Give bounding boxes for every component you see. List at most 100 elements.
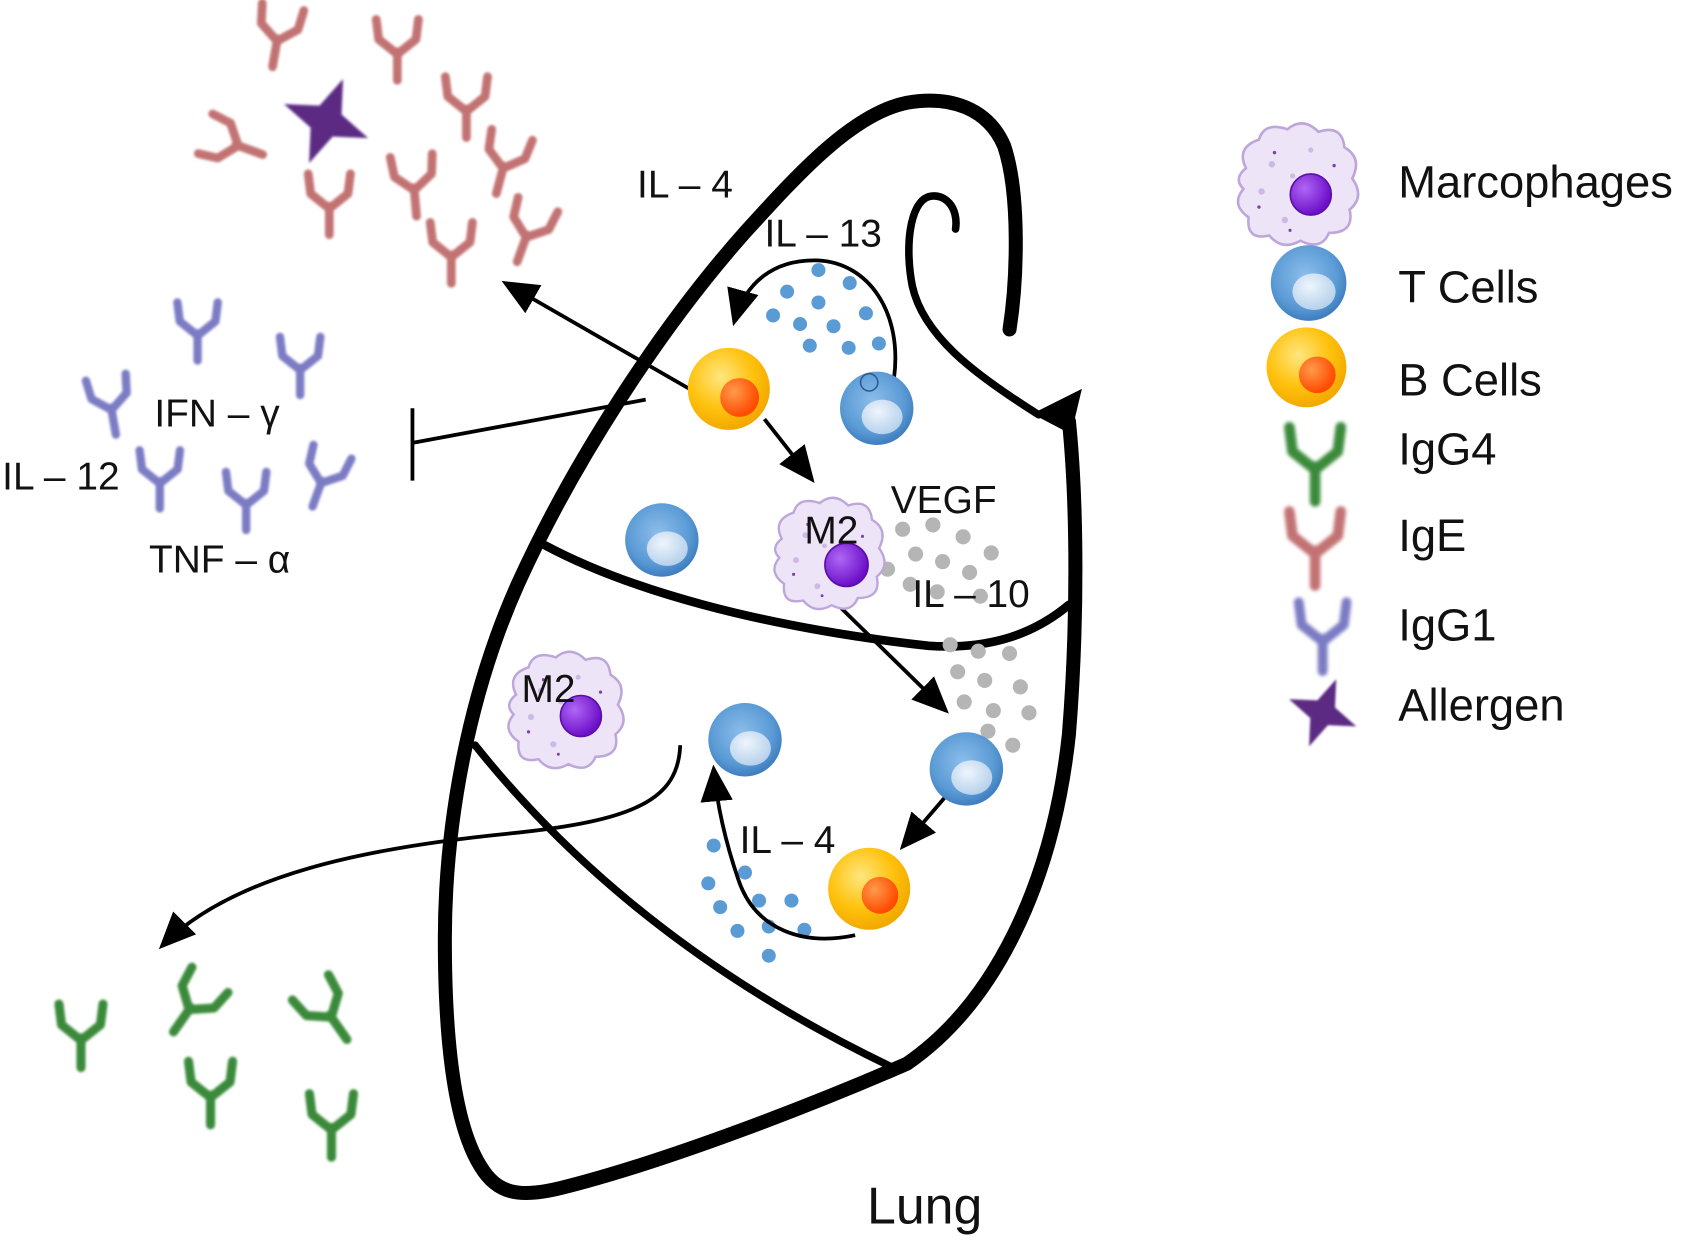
cytokine-dot — [985, 703, 1001, 719]
t-cell-nucleus — [646, 531, 688, 566]
lung-outline — [437, 93, 1083, 1201]
label-tnf-alpha: TNF – α — [149, 538, 290, 581]
legend-label: Allergen — [1398, 679, 1564, 730]
allergen — [267, 62, 386, 181]
t-cell-icon — [1270, 245, 1347, 321]
legend-label: T Cells — [1398, 261, 1538, 312]
arrow-m2-to-tcell — [838, 605, 949, 714]
cytokine-dot — [1012, 679, 1028, 695]
vegf-dots — [879, 517, 999, 604]
ige-antibody — [198, 114, 270, 174]
ige-antibody — [445, 77, 487, 138]
cytokine-dot — [784, 893, 799, 908]
cytokine-dot — [929, 584, 945, 600]
igg1-antibody-icon — [1299, 602, 1347, 671]
legend-label: IgG4 — [1398, 423, 1496, 474]
cytokine-dot — [826, 319, 841, 334]
cytokine-dot — [871, 336, 886, 351]
ige-cluster — [198, 3, 558, 283]
lung-outer-border — [437, 93, 1083, 1201]
b-cell-icon — [1266, 327, 1347, 408]
label-il4-top: IL – 4 — [637, 164, 733, 207]
label-il13: IL – 13 — [764, 212, 881, 255]
macrophage-icon-nucleus — [1289, 173, 1333, 216]
cytokine-dot — [752, 893, 767, 908]
cytokine-dot — [895, 521, 911, 537]
cytokine-dot — [977, 672, 993, 688]
cytokine-dot — [797, 922, 812, 937]
cytokine-dot — [802, 338, 817, 353]
label-vegf: VEGF — [891, 479, 997, 522]
cytokine-dot — [970, 643, 986, 659]
igg4-antibody — [155, 967, 228, 1044]
igg1-antibody — [86, 374, 136, 438]
arrow-bcell-to-ige — [501, 280, 695, 393]
legend-item-igg1: IgG1 — [1299, 599, 1497, 671]
legend: Marcophages T Cells B Cells IgG4 IgE — [1236, 122, 1673, 761]
ige-antibody — [376, 19, 418, 80]
cytokine-dot — [983, 545, 999, 561]
label-il10: IL – 10 — [912, 573, 1029, 616]
legend-item-macrophages: Marcophages — [1236, 122, 1673, 247]
cytokine-dot — [780, 284, 795, 299]
t-cell — [708, 703, 782, 777]
m2-macrophage — [507, 650, 625, 770]
igg4-antibody — [309, 1094, 353, 1157]
igg1-antibody — [140, 450, 180, 508]
label-il12: IL – 12 — [2, 455, 119, 498]
cytokine-dot — [972, 588, 988, 604]
cytokine-dot — [1001, 645, 1018, 661]
legend-label: Marcophages — [1398, 157, 1673, 208]
t-cell — [929, 732, 1004, 806]
label-ifn-gamma: IFN – γ — [154, 393, 280, 436]
macrophage-nucleus — [559, 694, 603, 738]
t-cell-nucleus — [861, 399, 903, 435]
cytokine-dot — [1021, 705, 1037, 721]
cytokine-dot — [925, 517, 941, 533]
cytokine-dot — [935, 554, 951, 570]
igg4-antibody — [189, 1061, 233, 1124]
arrows — [158, 258, 950, 950]
igg1-antibody — [280, 337, 320, 395]
ige-antibody — [308, 174, 350, 235]
cytokine-dot — [766, 308, 781, 323]
legend-item-ige: IgE — [1289, 510, 1466, 586]
label-m2-upper: M2 — [804, 509, 858, 552]
cytokine-dot — [950, 664, 966, 680]
lower-fissure — [471, 741, 900, 1073]
b-cell — [828, 847, 911, 930]
inhibition-line — [412, 397, 647, 445]
igg4-antibody — [292, 975, 365, 1052]
cytokine-dot — [811, 263, 826, 278]
b-cell — [687, 347, 770, 430]
cytokine-dot — [858, 306, 873, 321]
t-cell-vesicle — [859, 372, 879, 392]
legend-item-allergen: Allergen — [1275, 665, 1565, 761]
legend-label: B Cells — [1398, 354, 1542, 405]
ige-antibody — [252, 3, 304, 70]
il10-dots — [942, 637, 1037, 753]
b-cell-icon-nucleus — [1298, 356, 1336, 394]
t-cell-nucleus — [729, 731, 771, 766]
igg4-antibody-icon — [1289, 427, 1340, 501]
igg1-antibody — [294, 445, 352, 513]
cytokine-dot — [737, 865, 753, 880]
upper-fissure — [540, 541, 1074, 651]
cytokine-dot — [701, 876, 716, 891]
cytokine-dot — [962, 564, 978, 580]
arrow-bcell-to-m2 — [762, 417, 815, 483]
igg1-antibody — [177, 302, 217, 360]
m2-macrophage — [773, 496, 886, 611]
igg1-antibody — [226, 472, 266, 530]
cytokine-dot — [811, 295, 826, 310]
cytokine-dot — [942, 637, 958, 653]
b-cell-nucleus — [720, 378, 760, 417]
igg4-antibody — [59, 1004, 103, 1067]
arrow-to-igg4 — [158, 745, 683, 950]
il4-cytokine-dots — [701, 838, 812, 963]
legend-item-b-cells: B Cells — [1266, 327, 1542, 408]
cytokine-dot — [793, 317, 808, 332]
legend-label: IgG1 — [1398, 599, 1496, 650]
ige-antibody — [430, 222, 472, 283]
